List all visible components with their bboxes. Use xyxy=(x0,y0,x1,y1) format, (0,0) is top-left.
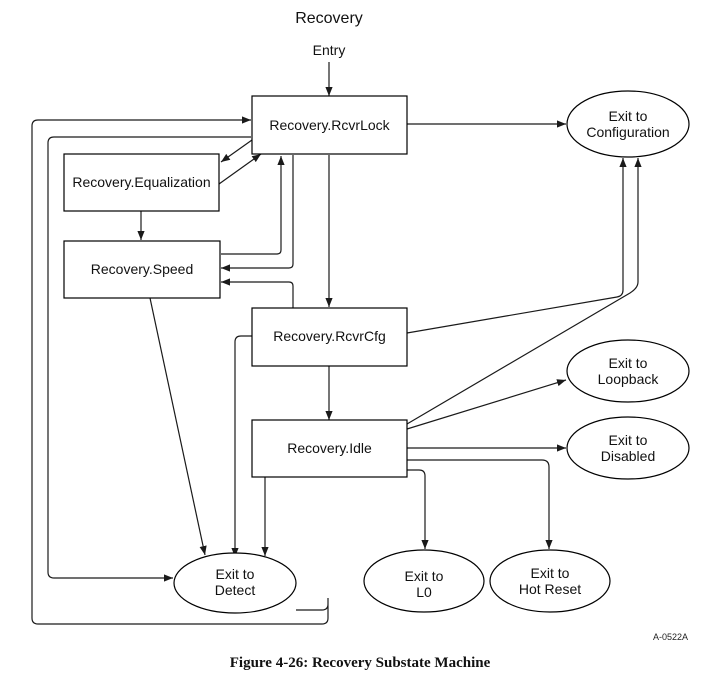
exit-detect-line2: Detect xyxy=(215,582,256,598)
exit-configuration: Exit to Configuration xyxy=(566,90,690,158)
state-rcvrlock-label: Recovery.RcvrLock xyxy=(269,117,390,133)
exit-disabled-line1: Exit to xyxy=(609,432,648,448)
exit-configuration-line2: Configuration xyxy=(586,124,669,140)
exit-detect: Exit to Detect xyxy=(173,552,297,614)
exit-disabled: Exit to Disabled xyxy=(566,416,690,480)
transition-arrows xyxy=(31,62,642,625)
exit-l0-line1: Exit to xyxy=(405,568,444,584)
exit-configuration-line1: Exit to xyxy=(609,108,648,124)
entry-label: Entry xyxy=(313,42,346,58)
exit-detect-line1: Exit to xyxy=(216,566,255,582)
figure-caption: Figure 4-26: Recovery Substate Machine xyxy=(230,655,491,671)
exit-l0-line2: L0 xyxy=(416,584,432,600)
exit-hot-reset-line1: Exit to xyxy=(531,565,570,581)
state-rcvrlock: Recovery.RcvrLock xyxy=(251,95,408,155)
state-idle-label: Recovery.Idle xyxy=(287,440,372,456)
figure-id: A-0522A xyxy=(653,632,688,642)
exit-loopback: Exit to Loopback xyxy=(566,339,690,403)
exit-hot-reset: Exit to Hot Reset xyxy=(489,549,611,613)
exit-hot-reset-line2: Hot Reset xyxy=(519,581,581,597)
diagram-title: Recovery xyxy=(295,10,363,27)
state-equalization: Recovery.Equalization xyxy=(63,153,220,212)
state-idle: Recovery.Idle xyxy=(251,419,408,478)
state-rcvrcfg: Recovery.RcvrCfg xyxy=(251,307,408,367)
state-speed-label: Recovery.Speed xyxy=(91,261,193,277)
state-equalization-label: Recovery.Equalization xyxy=(72,174,210,190)
state-rcvrcfg-label: Recovery.RcvrCfg xyxy=(273,328,386,344)
exit-loopback-line2: Loopback xyxy=(598,371,660,387)
exit-l0: Exit to L0 xyxy=(363,549,485,613)
exit-loopback-line1: Exit to xyxy=(609,355,648,371)
state-speed: Recovery.Speed xyxy=(63,240,221,299)
exit-disabled-line2: Disabled xyxy=(601,448,655,464)
